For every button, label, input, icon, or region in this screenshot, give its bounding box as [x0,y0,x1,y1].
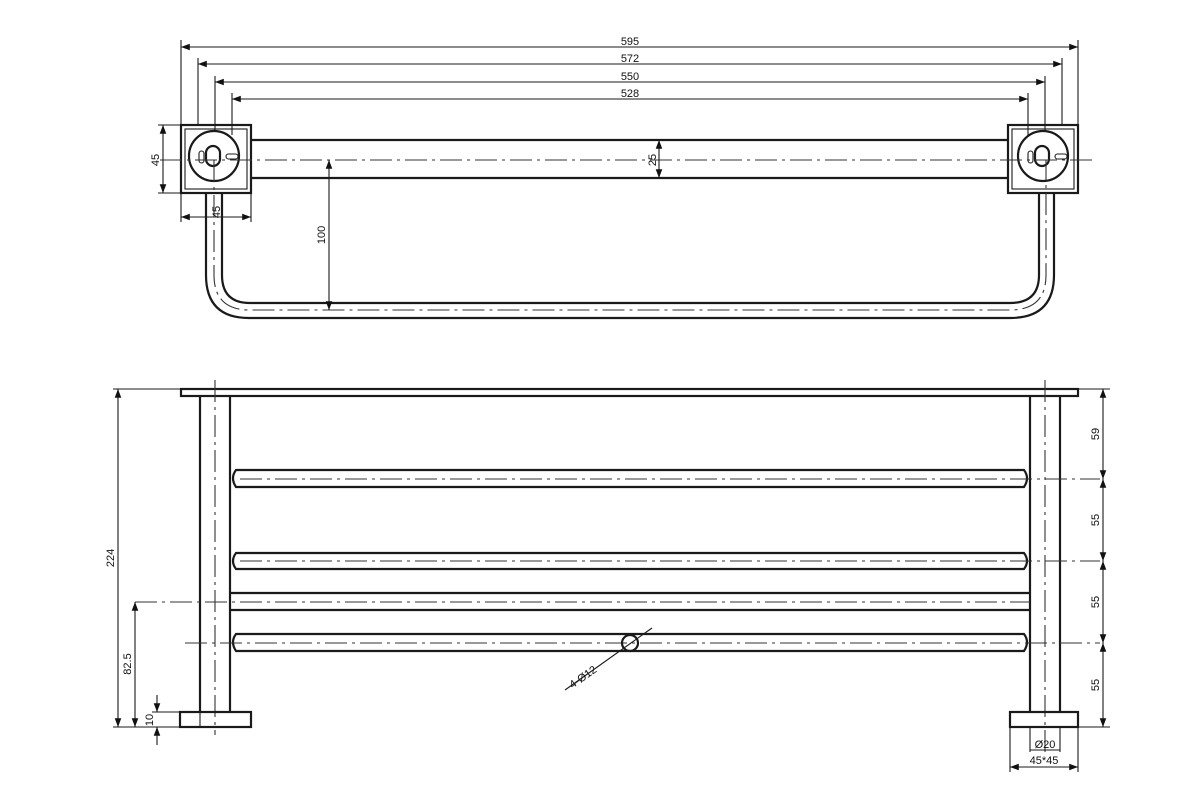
overall-dimensions: 595 572 550 528 [180,36,1079,135]
spacing-4: 55 [1090,679,1102,691]
dim-rail-offset: 100 [316,226,328,244]
dim-bracket-height: 45 [150,154,162,166]
top-view: 595 572 550 528 [150,36,1095,320]
dim-lower-bar-height: 82.5 [122,653,134,674]
tubes [135,468,1100,653]
spacing-2: 55 [1090,514,1102,526]
right-bracket [1006,123,1080,195]
front-view: 4-Ø12 59 55 55 55 224 82.5 10 Ø20 45*45 [105,380,1110,772]
base-size: 45*45 [1030,755,1059,767]
dim-base-thickness: 10 [144,714,156,726]
dim-bracket-width: 45 [211,206,223,218]
tube-callout: 4-Ø12 [567,664,599,691]
spacing-1: 59 [1090,428,1102,440]
left-bracket [179,123,253,195]
dim-total-height: 224 [105,549,117,567]
post-diameter: Ø20 [1035,739,1056,751]
dim-550: 550 [621,71,639,83]
dim-bar-diameter: 25 [647,154,659,166]
dim-572: 572 [621,53,639,65]
spacing-3: 55 [1090,596,1102,608]
dim-528: 528 [621,88,639,100]
dim-595: 595 [621,36,639,48]
